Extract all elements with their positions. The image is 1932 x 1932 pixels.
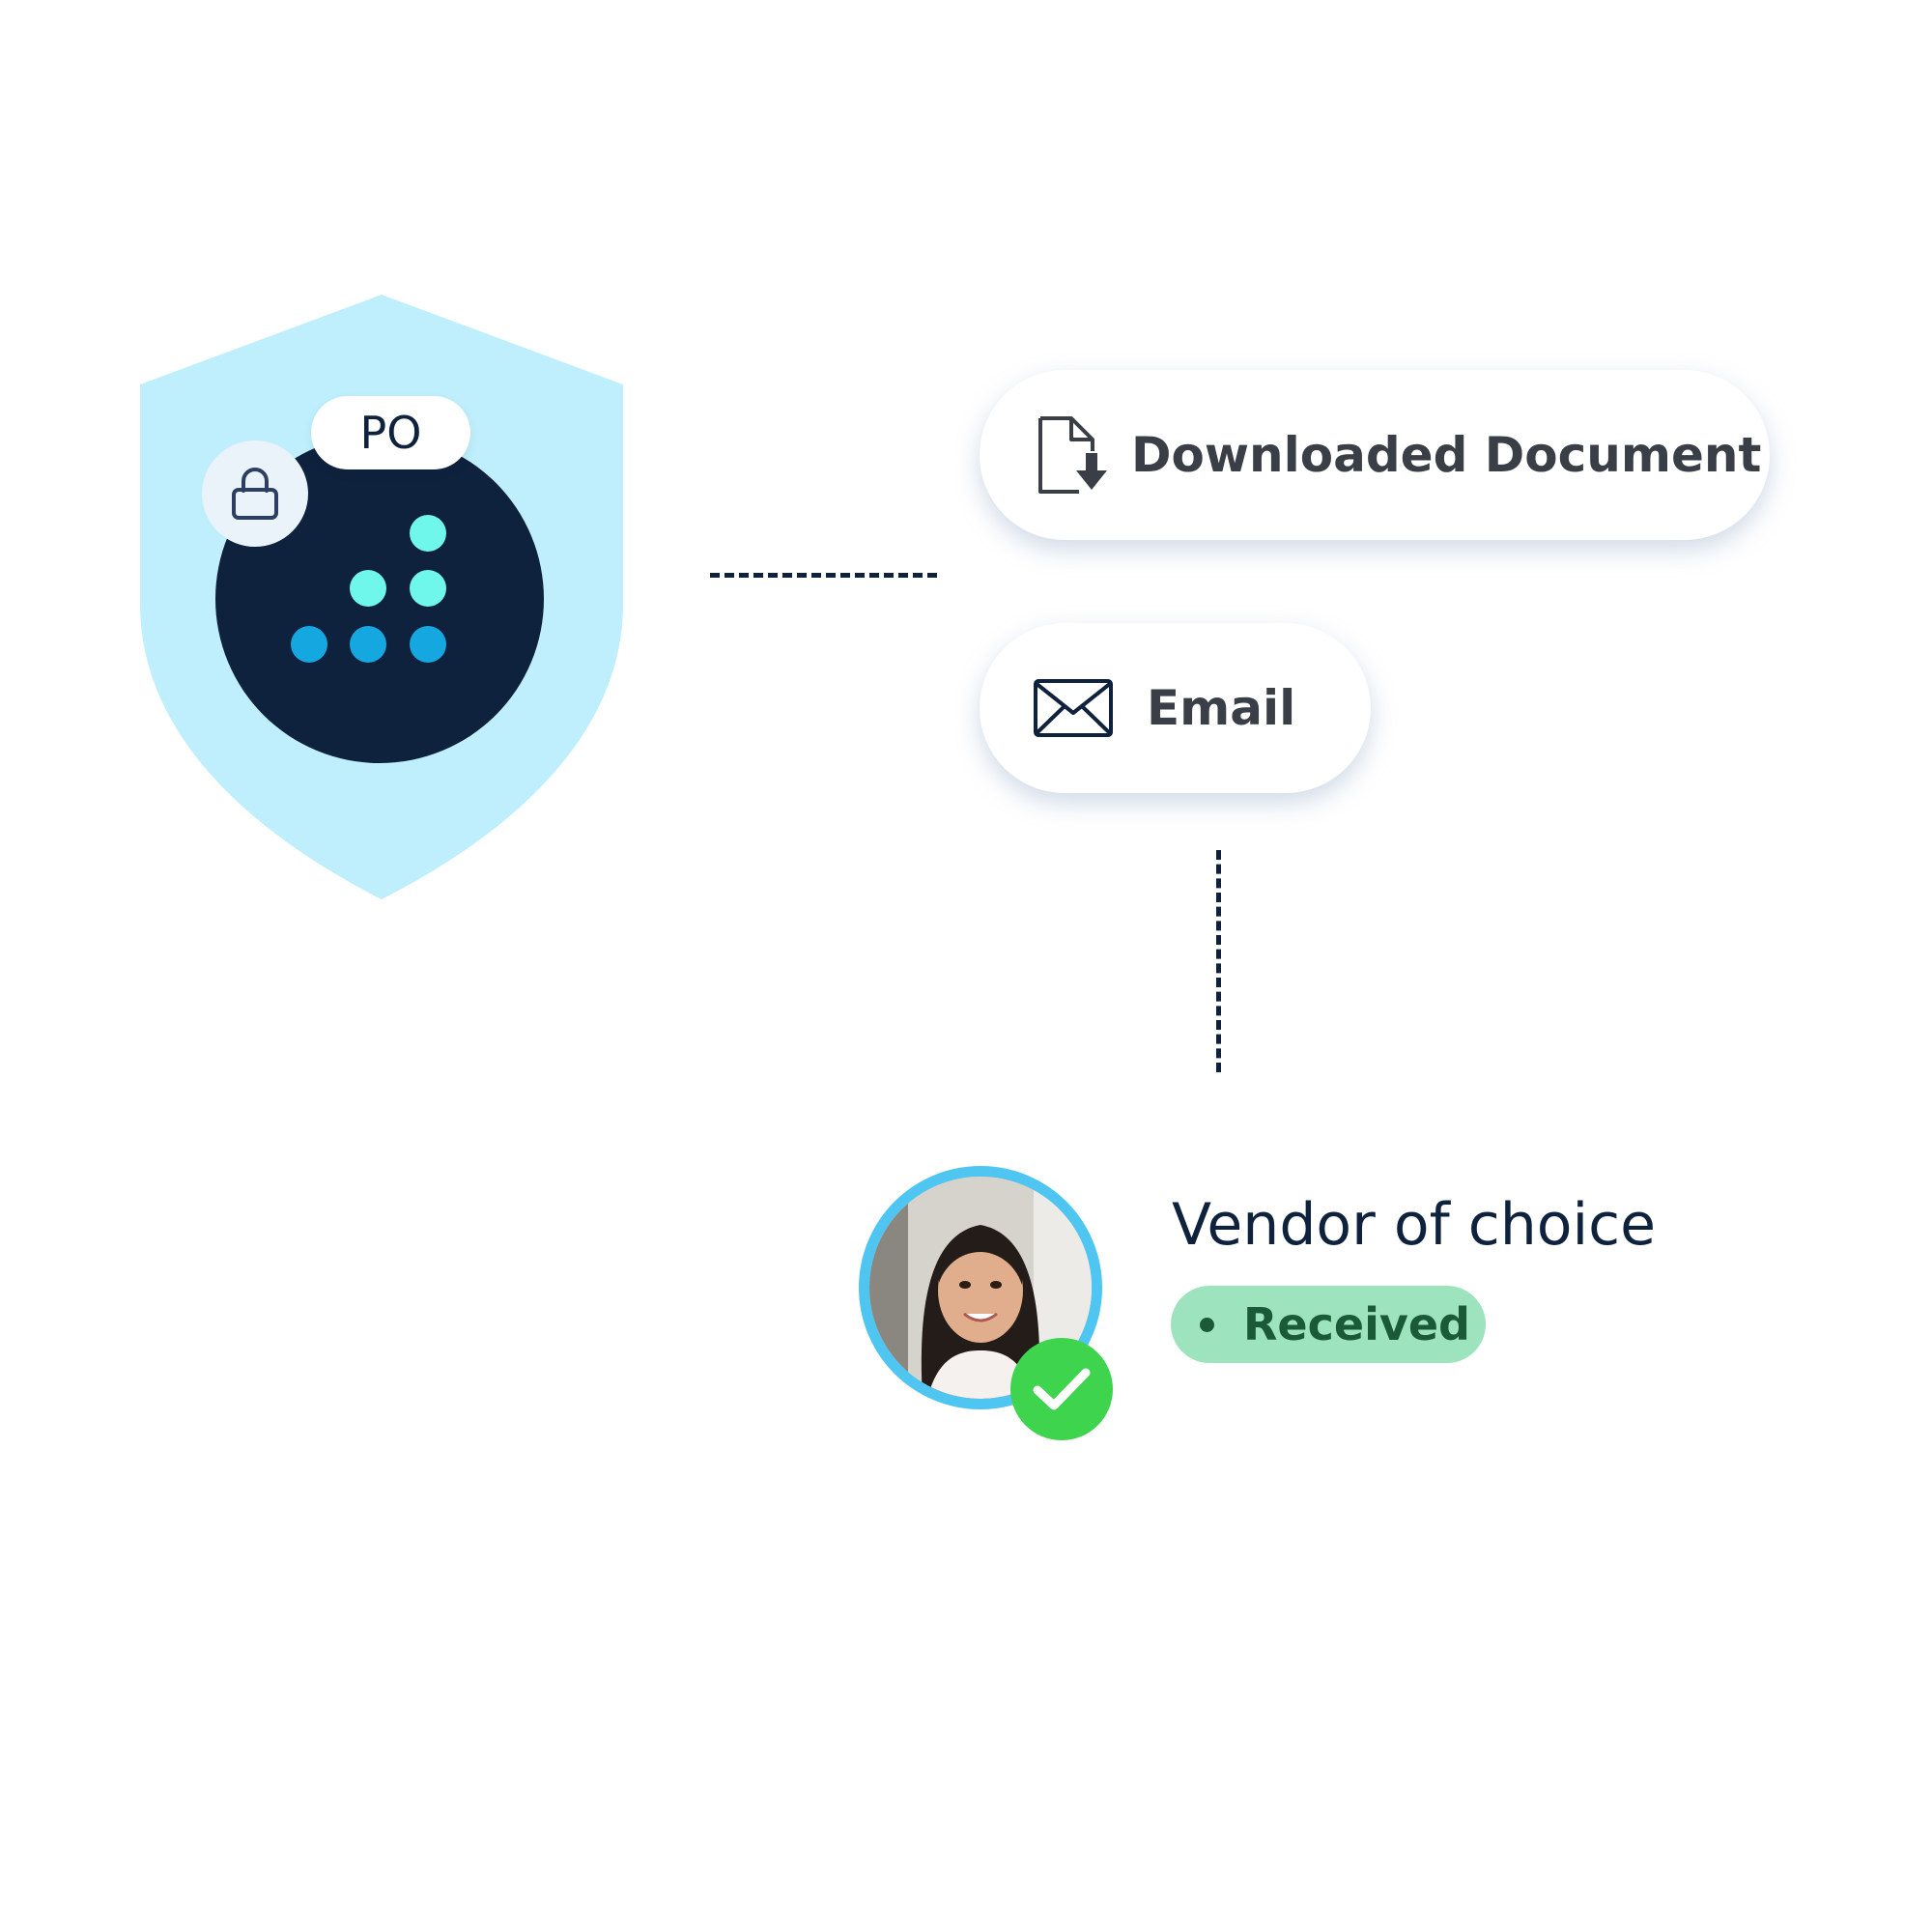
email-label: Email [1147, 680, 1296, 736]
downloaded-document-chip[interactable]: Downloaded Document [980, 370, 1770, 540]
checkmark-icon [1033, 1368, 1091, 1410]
email-chip[interactable]: Email [980, 623, 1371, 793]
logo-dot [410, 515, 446, 552]
vendor-title: Vendor of choice [1172, 1191, 1657, 1259]
status-dot-icon [1200, 1317, 1214, 1332]
logo-dot [410, 570, 446, 607]
logo-dot [291, 626, 327, 663]
po-label: PO [311, 396, 470, 469]
connector-vertical [1216, 850, 1221, 1072]
envelope-icon [1034, 679, 1113, 737]
logo-dot [410, 626, 446, 663]
downloaded-document-label: Downloaded Document [1131, 427, 1762, 483]
connector-horizontal [710, 573, 937, 578]
logo-dot [350, 570, 386, 607]
logo-dot [350, 626, 386, 663]
check-badge [1010, 1338, 1113, 1440]
status-badge: Received [1171, 1286, 1486, 1363]
document-download-icon [1038, 416, 1107, 494]
lock-icon [232, 468, 278, 520]
lock-badge [202, 440, 308, 547]
status-label: Received [1243, 1298, 1470, 1350]
avatar-portrait-icon [869, 1177, 1092, 1399]
